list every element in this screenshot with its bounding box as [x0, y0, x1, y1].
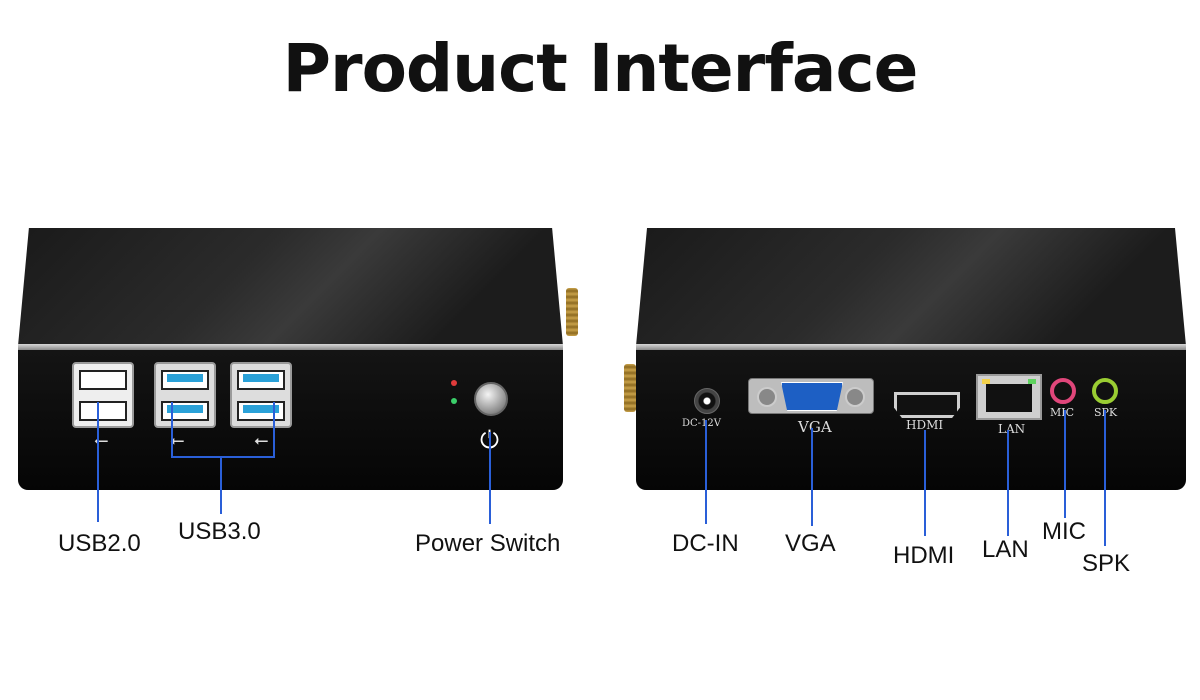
usb-icon: ⭠ — [170, 430, 185, 451]
callout-spk: SPK — [1082, 550, 1131, 577]
usb3-port-2[interactable] — [230, 362, 292, 428]
vga-port[interactable] — [748, 378, 874, 414]
front-device: ⭠ ⭠ ⭠ ⏻ — [18, 228, 578, 498]
rear-device: DC-12V VGA HDMI LAN MIC SPK — [624, 228, 1186, 498]
page-title: Product Interface — [282, 30, 919, 107]
dc-jack[interactable] — [694, 388, 720, 414]
rear-panel: DC-12V VGA HDMI LAN MIC SPK — [636, 350, 1186, 490]
mic-jack[interactable] — [1050, 378, 1076, 404]
antenna — [566, 288, 578, 336]
front-panel: ⭠ ⭠ ⭠ ⏻ — [18, 350, 563, 490]
device-edge — [18, 344, 563, 350]
status-led-green — [451, 398, 457, 404]
callout-line — [273, 402, 275, 458]
power-button[interactable] — [474, 382, 508, 416]
status-led-red — [451, 380, 457, 386]
port-label-lan: LAN — [998, 422, 1026, 436]
device-top — [18, 228, 563, 346]
port-label-dc: DC-12V — [682, 418, 721, 429]
callout-line — [171, 456, 275, 458]
usb2-port[interactable] — [72, 362, 134, 428]
callout-line — [171, 402, 173, 458]
port-label-vga: VGA — [798, 418, 832, 436]
callout-mic: MIC — [1042, 518, 1086, 545]
lan-port[interactable] — [976, 374, 1042, 420]
hdmi-port[interactable] — [894, 392, 960, 418]
spk-jack[interactable] — [1092, 378, 1118, 404]
port-label-mic: MIC — [1050, 406, 1075, 419]
callout-line — [705, 420, 707, 524]
antenna — [624, 364, 636, 412]
callout-line — [489, 432, 491, 524]
callout-lan: LAN — [982, 536, 1029, 563]
callout-line — [1104, 410, 1106, 546]
callout-power-switch: Power Switch — [415, 530, 561, 557]
callout-usb3: USB3.0 — [178, 518, 261, 545]
usb3-port-1[interactable] — [154, 362, 216, 428]
callout-line — [811, 428, 813, 526]
callout-usb2: USB2.0 — [58, 530, 141, 557]
callout-hdmi: HDMI — [893, 542, 955, 569]
callout-line — [1007, 430, 1009, 536]
callout-line — [1064, 410, 1066, 518]
port-label-hdmi: HDMI — [906, 418, 944, 432]
callout-vga: VGA — [785, 530, 836, 557]
callout-line — [97, 402, 99, 522]
device-edge — [636, 344, 1186, 350]
callout-line — [220, 456, 222, 514]
usb-icon: ⭠ — [254, 430, 269, 451]
callout-line — [924, 430, 926, 536]
device-top — [636, 228, 1186, 346]
callout-dc-in: DC-IN — [672, 530, 739, 557]
